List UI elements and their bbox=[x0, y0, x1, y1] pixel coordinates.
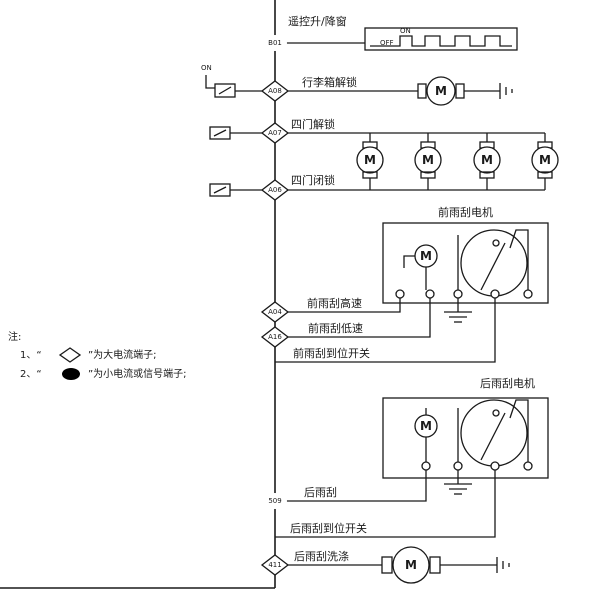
four-door-lock-circuit: A06 四门闭锁 bbox=[209, 173, 545, 201]
signal-terminal-b01 bbox=[263, 35, 287, 51]
svg-text:M: M bbox=[539, 153, 551, 167]
svg-text:M: M bbox=[405, 558, 417, 572]
four-door-unlock-label: 四门解锁 bbox=[291, 117, 335, 131]
power-terminal-a16 bbox=[260, 326, 290, 348]
remote-window-label: 遥控升/降窗 bbox=[288, 14, 347, 28]
note-line-2-suffix: ”为小电流或信号端子; bbox=[88, 367, 187, 380]
door-motor-3: M bbox=[473, 133, 501, 190]
door-motor-2: M bbox=[414, 133, 442, 190]
main-bus bbox=[0, 0, 276, 589]
remote-window-circuit: B01 遥控升/降窗 ON OFF bbox=[263, 14, 518, 51]
terminal-a07-label: A07 bbox=[268, 129, 282, 137]
svg-text:M: M bbox=[481, 153, 493, 167]
legend-diamond-icon bbox=[58, 347, 82, 363]
rear-wiper-park-circuit: 后雨刮到位开关 bbox=[275, 470, 496, 538]
waveform-off-label: OFF bbox=[380, 39, 394, 47]
rear-wiper-park-label: 后雨刮到位开关 bbox=[290, 521, 367, 535]
trunk-unlock-circuit: ON A08 行李箱解锁 M bbox=[201, 64, 513, 106]
notes-title: 注: bbox=[8, 330, 21, 343]
rear-washer-label: 后雨刮洗涤 bbox=[294, 549, 349, 563]
rear-wiper-label: 后雨刮 bbox=[304, 485, 337, 499]
front-wiper-motor-box bbox=[382, 222, 549, 304]
signal-terminal-509 bbox=[263, 493, 287, 509]
svg-text:M: M bbox=[435, 84, 447, 98]
trunk-motor bbox=[426, 76, 456, 106]
terminal-509-label: 509 bbox=[268, 497, 281, 505]
door-motor-4: M bbox=[531, 133, 559, 190]
four-door-unlock-circuit: A07 四门解锁 bbox=[209, 117, 545, 144]
legend-circle-icon bbox=[62, 368, 80, 380]
front-wiper-high-circuit: A04 前雨刮高速 bbox=[260, 296, 401, 323]
rear-wiper-circuit: 509 后雨刮 bbox=[263, 470, 427, 509]
door-lock-motors: M M M M bbox=[356, 133, 559, 190]
terminal-a16-label: A16 bbox=[268, 333, 282, 341]
front-wiper-low-label: 前雨刮低速 bbox=[308, 321, 363, 335]
power-terminal-a08 bbox=[260, 80, 290, 102]
note-line-1-prefix: 1、“ bbox=[20, 350, 42, 361]
trunk-unlock-label: 行李箱解锁 bbox=[302, 75, 357, 89]
legend-notes: 注: 1、“ ”为大电流端子; 2、“ ”为小电流或信号端子; bbox=[8, 330, 187, 380]
front-wiper-park-circuit: 前雨刮到位开关 bbox=[275, 298, 496, 363]
front-wiper-park-label: 前雨刮到位开关 bbox=[293, 346, 370, 360]
terminal-a08-label: A08 bbox=[268, 87, 282, 95]
note-line-1-suffix: ”为大电流端子; bbox=[88, 348, 157, 361]
front-wiper-high-label: 前雨刮高速 bbox=[307, 296, 362, 310]
terminal-411-label: 411 bbox=[268, 561, 281, 569]
rear-wiper-motor-box bbox=[382, 397, 549, 479]
terminal-a04-label: A04 bbox=[268, 308, 282, 316]
waveform-box bbox=[364, 27, 518, 51]
note-line-2-prefix: 2、“ bbox=[20, 369, 42, 380]
washer-motor bbox=[392, 546, 430, 584]
power-terminal-a07 bbox=[260, 122, 290, 144]
front-wiper-motor-assembly: 前雨刮电机 M bbox=[382, 205, 549, 323]
svg-text:M: M bbox=[422, 153, 434, 167]
four-door-lock-label: 四门闭锁 bbox=[291, 173, 335, 187]
door-motor-1: M bbox=[356, 133, 384, 190]
rear-cam-disc bbox=[460, 399, 528, 467]
svg-text:M: M bbox=[420, 419, 432, 433]
svg-text:M: M bbox=[420, 249, 432, 263]
front-cam-disc bbox=[460, 229, 528, 297]
terminal-a06-label: A06 bbox=[268, 186, 282, 194]
pulse-waveform bbox=[370, 35, 512, 47]
power-terminal-a06 bbox=[260, 179, 290, 201]
switch-on-label: ON bbox=[201, 64, 212, 72]
front-wiper-low-circuit: A16 前雨刮低速 bbox=[260, 298, 431, 348]
front-wiper-motor-label: 前雨刮电机 bbox=[438, 205, 493, 219]
rear-wiper-motor-label: 后雨刮电机 bbox=[480, 376, 535, 390]
svg-text:M: M bbox=[364, 153, 376, 167]
power-terminal-a04 bbox=[260, 301, 290, 323]
waveform-on-label: ON bbox=[400, 27, 411, 35]
rear-wiper-motor-assembly: 后雨刮电机 M bbox=[382, 376, 549, 495]
rear-washer-circuit: 411 后雨刮洗涤 M bbox=[260, 546, 510, 584]
power-terminal-411 bbox=[260, 554, 290, 576]
terminal-b01-label: B01 bbox=[268, 39, 282, 47]
